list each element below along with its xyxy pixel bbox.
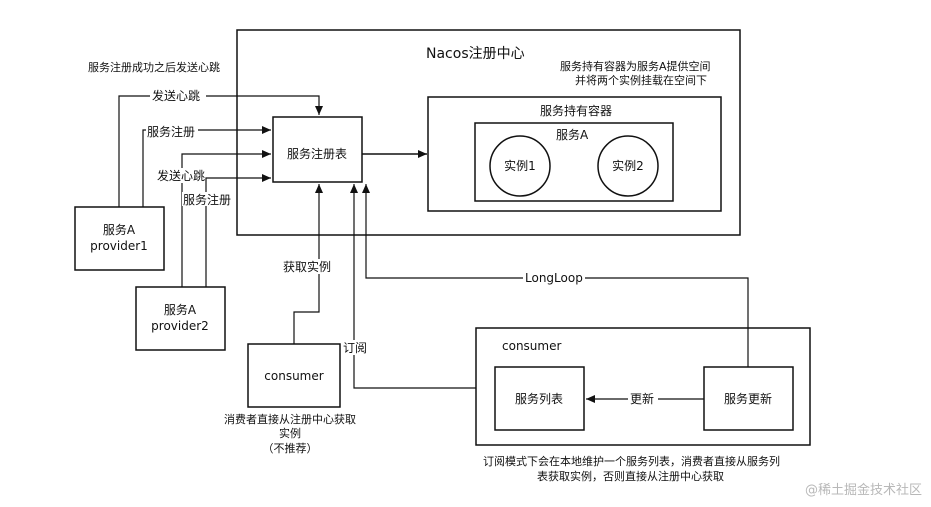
consumer-direct-label: consumer <box>264 369 323 383</box>
edge-register-2: 服务注册 <box>183 192 231 207</box>
consumer-direct-note-line1: 消费者直接从注册中心获取 <box>224 412 356 426</box>
top-left-note: 服务注册成功之后发送心跳 <box>88 60 220 74</box>
nacos-title: Nacos注册中心 <box>426 46 525 62</box>
instance2-circle <box>597 135 659 197</box>
provider1-line2: provider1 <box>90 239 148 253</box>
provider2-line2: provider2 <box>151 319 209 333</box>
nacos-registry-box <box>236 29 741 236</box>
edge-get-instance: 获取实例 <box>283 259 331 274</box>
service-container-box <box>427 96 722 212</box>
instance1-label: 实例1 <box>504 158 536 173</box>
service-a-box <box>474 122 674 202</box>
instance1-circle <box>489 135 551 197</box>
edge-register-1: 服务注册 <box>147 124 195 139</box>
service-container-label: 服务持有容器 <box>540 103 612 118</box>
service-update-box <box>703 366 794 431</box>
provider2-register-edge <box>205 174 271 287</box>
bottom-note-line2: 表获取实例，否则直接从注册中心获取 <box>537 469 724 483</box>
edge-longloop: LongLoop <box>525 271 583 285</box>
container-note-line1: 服务持有容器为服务A提供空间 <box>560 59 711 73</box>
consumer-direct-note-line2: 实例 <box>279 426 301 440</box>
provider2-heartbeat-edge <box>181 150 271 287</box>
consumer-direct-note-line3: （不推荐） <box>263 441 318 455</box>
edge-update: 更新 <box>630 391 654 406</box>
consumer-group-label: consumer <box>502 339 561 353</box>
provider1-line1: 服务A <box>103 222 136 237</box>
consumer-direct-box <box>247 343 341 408</box>
edge-heartbeat-2: 发送心跳 <box>157 168 205 183</box>
subscribe-edge <box>350 184 476 389</box>
edge-heartbeat-1: 发送心跳 <box>152 88 200 103</box>
instance2-label: 实例2 <box>612 158 644 173</box>
consumer-group-box <box>475 327 811 446</box>
provider1-heartbeat-edge <box>118 95 323 207</box>
get-instance-edge <box>293 184 323 344</box>
service-a-label: 服务A <box>556 127 589 142</box>
provider2-box <box>135 286 226 351</box>
provider1-register-edge <box>142 126 271 207</box>
service-update-label: 服务更新 <box>724 391 772 406</box>
registry-table-box <box>272 116 363 183</box>
provider2-line1: 服务A <box>164 302 197 317</box>
bottom-note-line1: 订阅模式下会在本地维护一个服务列表，消费者直接从服务列 <box>483 454 780 468</box>
registry-table-label: 服务注册表 <box>287 146 347 161</box>
watermark: @稀土掘金技术社区 <box>805 482 922 498</box>
container-note-line2: 并将两个实例挂载在空间下 <box>575 73 707 87</box>
service-list-label: 服务列表 <box>515 391 563 406</box>
provider1-box <box>74 206 165 271</box>
service-list-box <box>494 366 585 431</box>
edge-subscribe: 订阅 <box>343 341 367 355</box>
